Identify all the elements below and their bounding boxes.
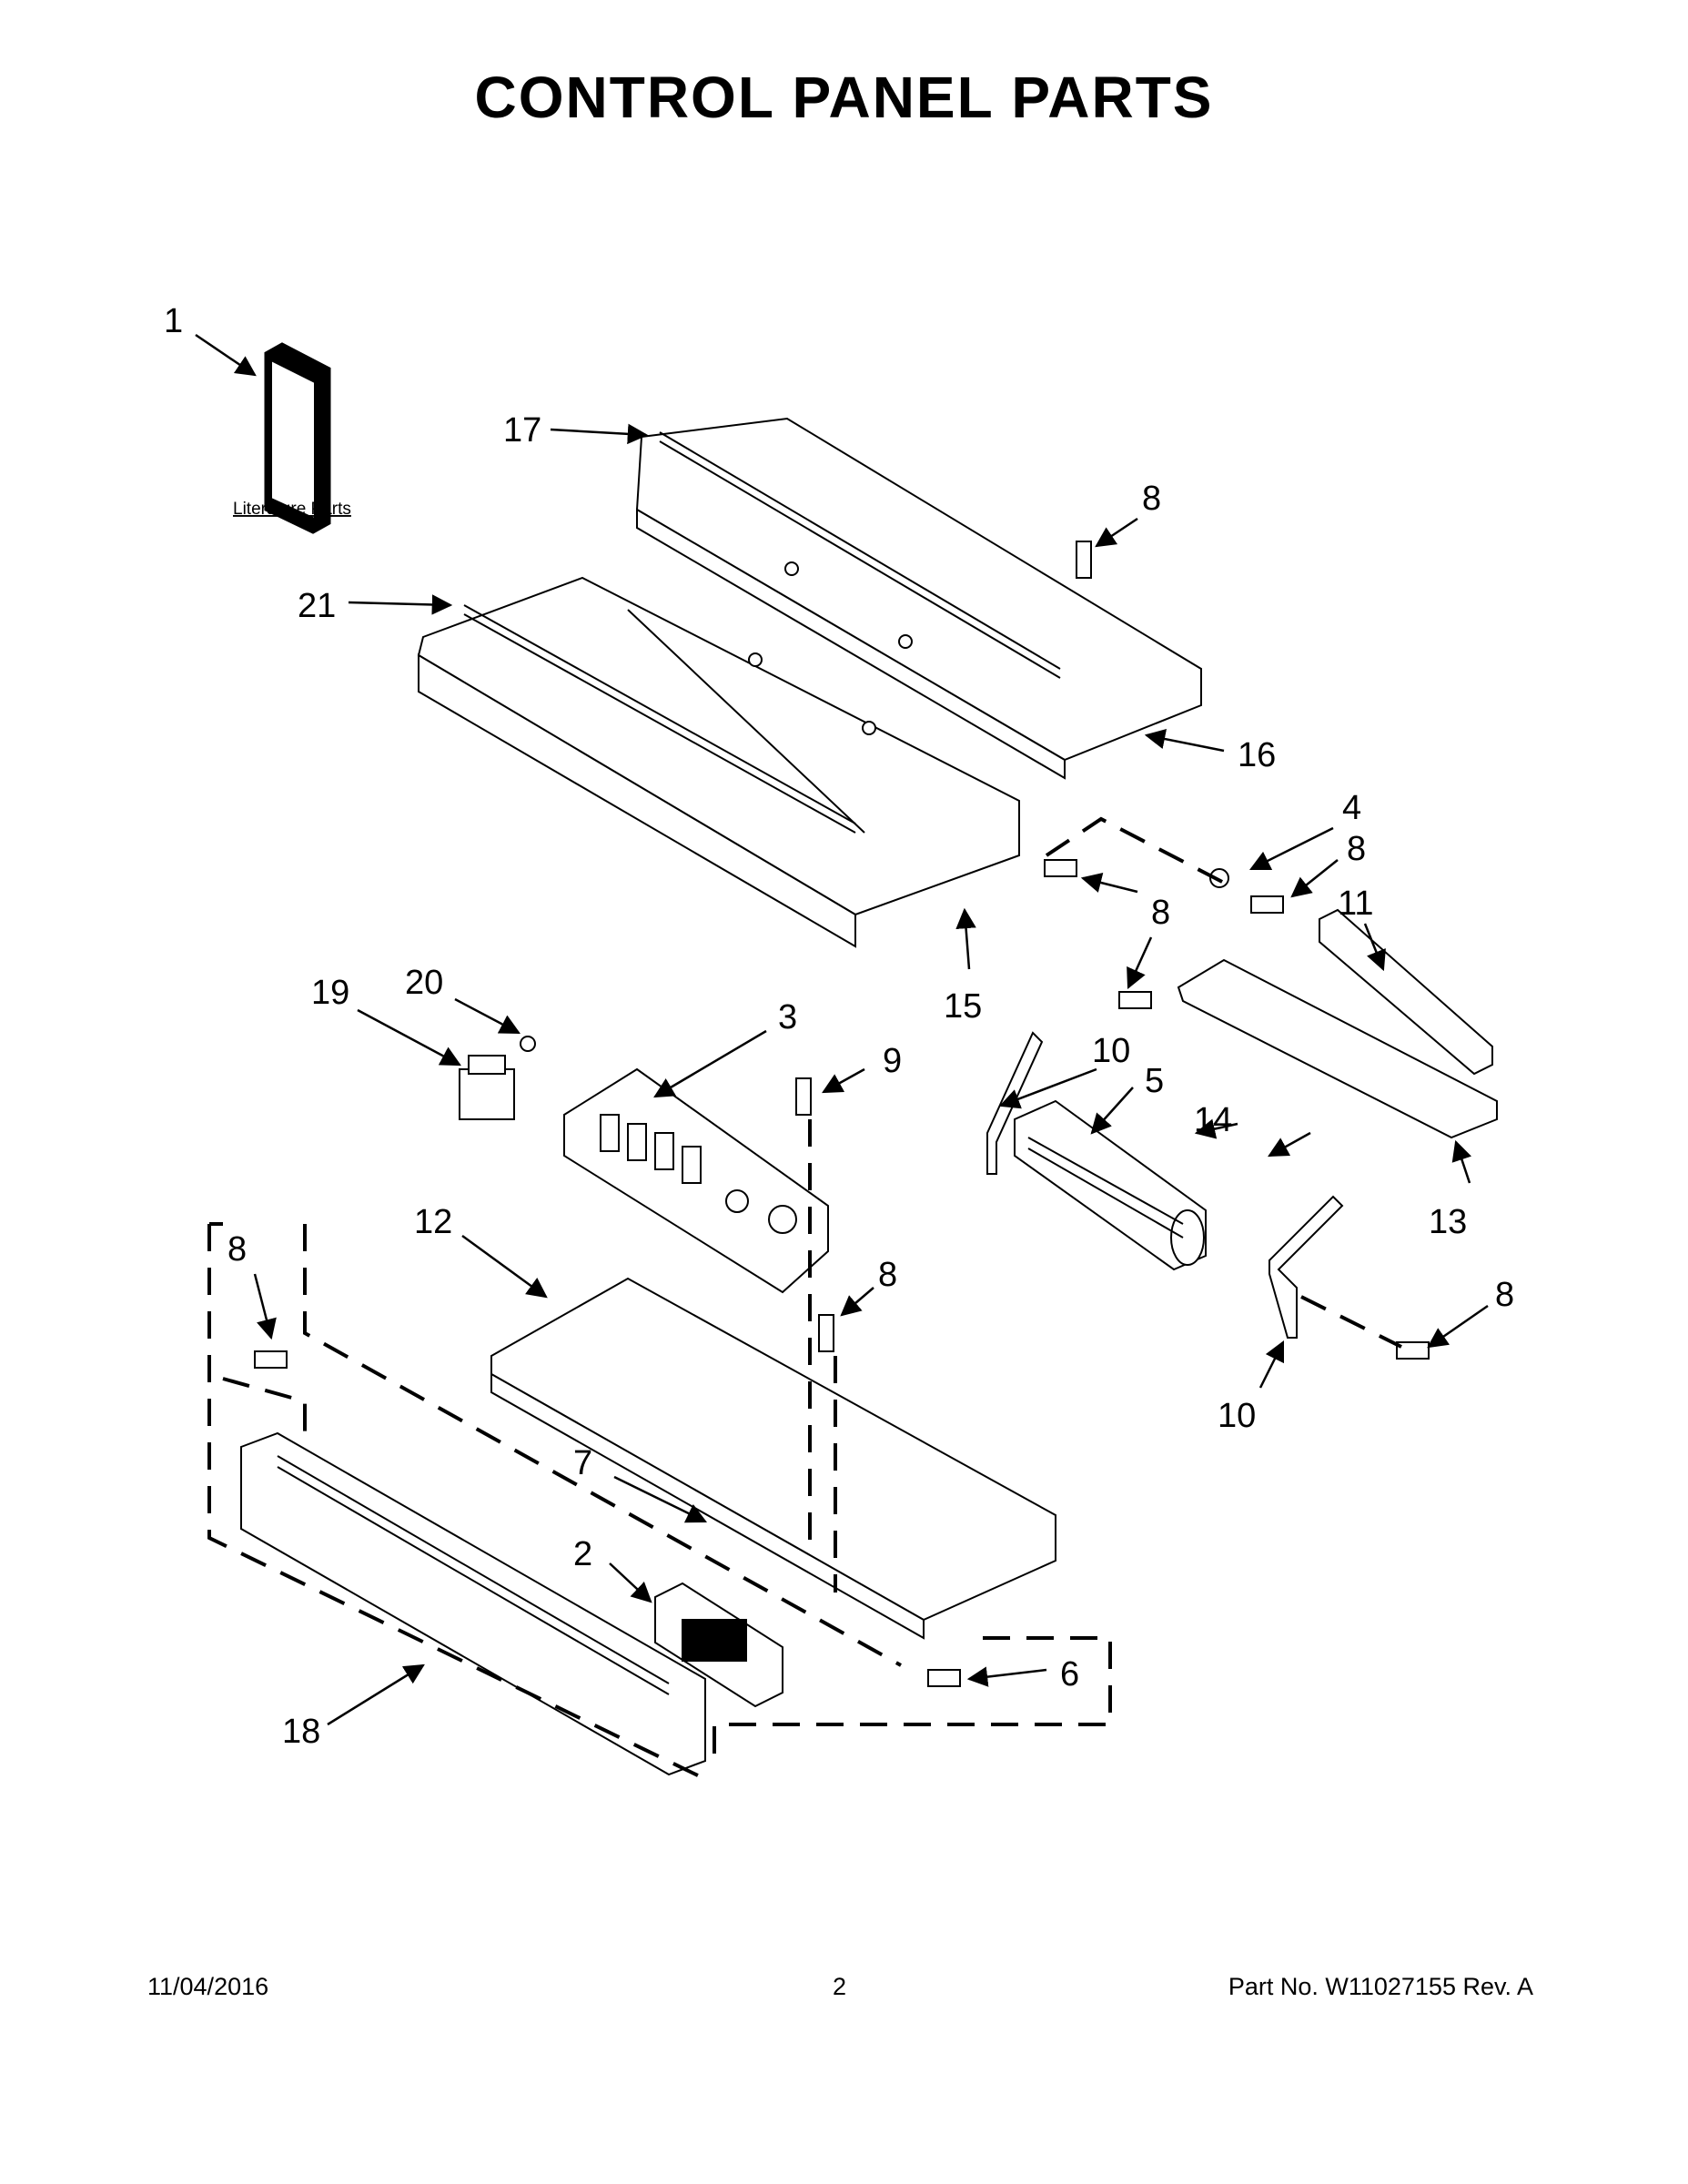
callout-7: 7 <box>573 1444 592 1482</box>
callout-21: 21 <box>298 587 336 625</box>
callout-3: 3 <box>778 998 797 1036</box>
callout-13: 13 <box>1429 1203 1467 1241</box>
literature-booklet <box>264 342 331 534</box>
assembly-dashed-lines <box>207 816 1402 1781</box>
callout-12: 12 <box>414 1203 452 1241</box>
callout-18: 18 <box>282 1713 320 1751</box>
callout-8: 8 <box>1142 480 1161 518</box>
control-panel-base <box>490 1277 1056 1640</box>
control-board-clock <box>654 1582 783 1708</box>
literature-parts-label: Literature Parts <box>233 500 351 519</box>
callout-6: 6 <box>1060 1655 1079 1694</box>
callout-10: 10 <box>1218 1397 1256 1435</box>
callout-17: 17 <box>503 411 541 450</box>
relay-control-board <box>563 1067 829 1294</box>
screws <box>254 541 1430 1687</box>
callout-11: 11 <box>1338 885 1373 923</box>
callout-14: 14 <box>1194 1101 1232 1139</box>
callout-arrows <box>195 333 1489 1726</box>
mounting-bracket <box>1177 908 1498 1139</box>
callout-8: 8 <box>1495 1276 1514 1314</box>
callout-15: 15 <box>944 987 982 1026</box>
callout-16: 16 <box>1238 736 1276 774</box>
relay <box>459 1036 536 1120</box>
callout-8: 8 <box>878 1256 897 1294</box>
callout-10: 10 <box>1092 1032 1130 1070</box>
lower-control-panel-cover <box>417 561 1020 948</box>
callout-2: 2 <box>573 1535 592 1573</box>
callout-8: 8 <box>227 1230 247 1269</box>
upper-control-panel-cover <box>635 417 1202 780</box>
callout-5: 5 <box>1145 1062 1164 1100</box>
callout-8: 8 <box>1347 830 1366 868</box>
callout-20: 20 <box>405 964 443 1002</box>
callout-1: 1 <box>164 302 183 340</box>
fan-bracket <box>986 1031 1344 1339</box>
callout-19: 19 <box>311 974 349 1012</box>
footer-date: 11/04/2016 <box>147 1973 269 2000</box>
footer-part-number: Part No. W11027155 Rev. A <box>1228 1973 1533 2000</box>
callout-9: 9 <box>883 1042 902 1080</box>
callout-4: 4 <box>1342 789 1361 827</box>
footer-page-number: 2 <box>833 1973 847 2000</box>
cooling-fan <box>1014 1099 1207 1271</box>
page-title: CONTROL PANEL PARTS <box>474 65 1214 130</box>
callout-8: 8 <box>1151 894 1170 932</box>
control-panel-trim <box>240 1431 706 1776</box>
